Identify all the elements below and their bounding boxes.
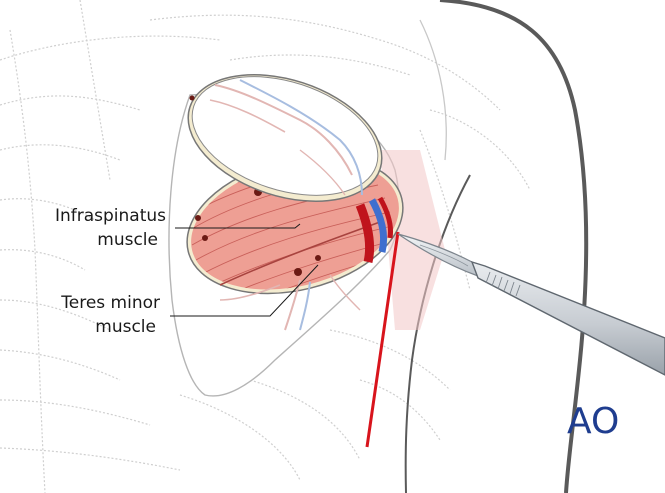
infraspinatus-label-line-2: muscle	[97, 230, 158, 250]
lower-vessels	[219, 274, 361, 331]
shoulder-contour	[419, 19, 447, 161]
infraspinatus-label-line-1: Infraspinatus	[54, 206, 166, 226]
rib-outlines	[0, 0, 531, 493]
incision-line	[365, 231, 400, 448]
scalpel-icon	[397, 233, 665, 376]
ao-logo: AO	[567, 401, 619, 440]
leader-lines	[170, 223, 319, 317]
ao-logo-text: AO	[567, 401, 619, 440]
arm-outline	[439, 0, 589, 493]
teres-minor-label-line-2: muscle	[95, 317, 156, 337]
teres-minor-label-line-1: Teres minor	[61, 293, 160, 313]
retracted-skin-flap	[187, 74, 383, 202]
axilla-outline	[404, 174, 471, 493]
